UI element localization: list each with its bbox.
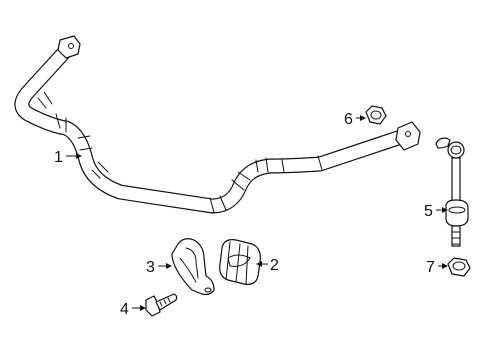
bolt[interactable] [145,293,178,317]
callout-5: 5 [424,203,448,220]
callout-7: 7 [426,259,448,276]
callout-label: 1 [54,149,63,166]
nut-upper[interactable] [365,105,387,125]
stabilizer-link[interactable] [435,137,469,247]
callout-2: 2 [256,257,279,274]
callout-label: 3 [146,259,155,276]
callout-3: 3 [146,259,172,276]
callout-1: 1 [54,149,82,166]
nut-lower[interactable] [447,257,471,277]
callout-4: 4 [120,301,146,318]
bushing[interactable] [219,239,261,285]
callout-label: 6 [344,111,353,128]
stabilizer-bar[interactable] [14,35,421,214]
callout-label: 4 [120,301,129,318]
bushing-bracket[interactable] [171,238,215,296]
callout-label: 7 [426,259,435,276]
callout-label: 5 [424,203,433,220]
callout-label: 2 [270,257,279,274]
callout-6: 6 [344,111,366,128]
